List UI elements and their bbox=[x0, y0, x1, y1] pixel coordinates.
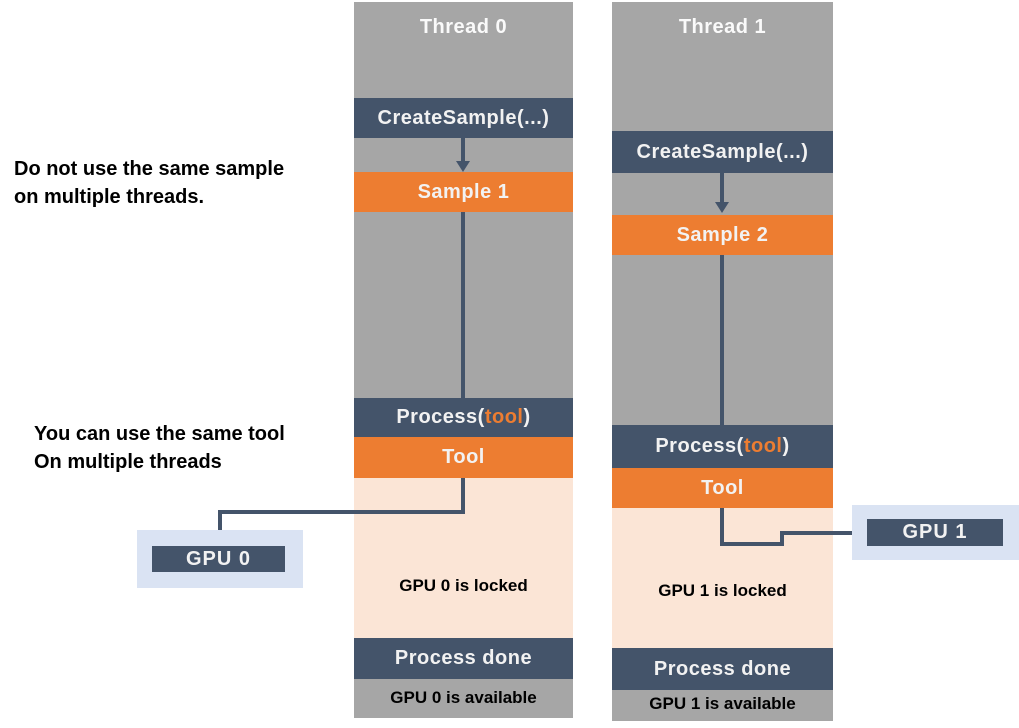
thread-0-process-prefix: Process( bbox=[396, 406, 485, 428]
thread-1-sample-box: Sample 2 bbox=[612, 215, 833, 255]
note-sample-line1: Do not use the same sample bbox=[14, 158, 285, 180]
thread-1-arrowhead-icon bbox=[715, 202, 729, 213]
thread-0-sample-box: Sample 1 bbox=[354, 172, 573, 212]
thread-1-column: Thread 1 CreateSample(...) Sample 2 Proc… bbox=[612, 2, 833, 721]
thread-1-gpu-connector-segment bbox=[780, 531, 867, 535]
thread-1-process-prefix: Process( bbox=[655, 435, 744, 457]
thread-0-gpu-connector-segment bbox=[218, 510, 222, 547]
thread-0-gpu-available-label: GPU 0 is available bbox=[390, 688, 537, 707]
note-tool-line1: You can use the same tool bbox=[34, 423, 285, 445]
thread-1-flow-line bbox=[720, 255, 724, 425]
thread-1-process-suffix: ) bbox=[782, 435, 790, 457]
note-sample-warning: Do not use the same sample on multiple t… bbox=[14, 155, 284, 211]
thread-1-gpu-locked-label: GPU 1 is locked bbox=[658, 581, 787, 600]
thread-0-arrowhead-icon bbox=[456, 161, 470, 172]
thread-0-flow-line bbox=[461, 212, 465, 398]
thread-1-title: Thread 1 bbox=[678, 15, 767, 38]
thread-1-process-done-box: Process done bbox=[612, 648, 833, 690]
thread-0-title: Thread 0 bbox=[419, 15, 508, 38]
gpu-0-box: GPU 0 bbox=[152, 546, 285, 572]
thread-1-gpu-connector-segment bbox=[780, 531, 784, 546]
thread-1-process-arg: tool bbox=[743, 435, 783, 457]
thread-1-gpu-available-label: GPU 1 is available bbox=[649, 694, 796, 713]
thread-0-tool-box: Tool bbox=[354, 437, 573, 478]
thread-1-gpu-connector-segment bbox=[720, 508, 724, 544]
thread-0-gpu-connector-segment bbox=[218, 510, 465, 514]
thread-1-gpu-connector-segment bbox=[720, 542, 784, 546]
thread-1-create-sample-box: CreateSample(...) bbox=[612, 131, 833, 173]
thread-0-column: Thread 0 CreateSample(...) Sample 1 Proc… bbox=[354, 2, 573, 718]
thread-1-tool-box: Tool bbox=[612, 468, 833, 508]
thread-0-gpu-connector-segment bbox=[461, 478, 465, 512]
thread-0-gpu-locked-label: GPU 0 is locked bbox=[399, 576, 528, 595]
thread-0-process-done-box: Process done bbox=[354, 638, 573, 679]
thread-0-process-box: Process(tool) bbox=[354, 398, 573, 437]
thread-0-arrow-line bbox=[461, 138, 465, 163]
note-tool-line2: On multiple threads bbox=[34, 451, 222, 473]
thread-1-process-box: Process(tool) bbox=[612, 425, 833, 468]
gpu-1-box: GPU 1 bbox=[867, 519, 1003, 546]
thread-0-process-suffix: ) bbox=[523, 406, 531, 428]
thread-0-create-sample-box: CreateSample(...) bbox=[354, 98, 573, 138]
thread-0-process-arg: tool bbox=[484, 406, 524, 428]
thread-1-arrow-line bbox=[720, 173, 724, 204]
note-sample-line2: on multiple threads. bbox=[14, 186, 205, 208]
note-tool-info: You can use the same tool On multiple th… bbox=[34, 420, 285, 476]
